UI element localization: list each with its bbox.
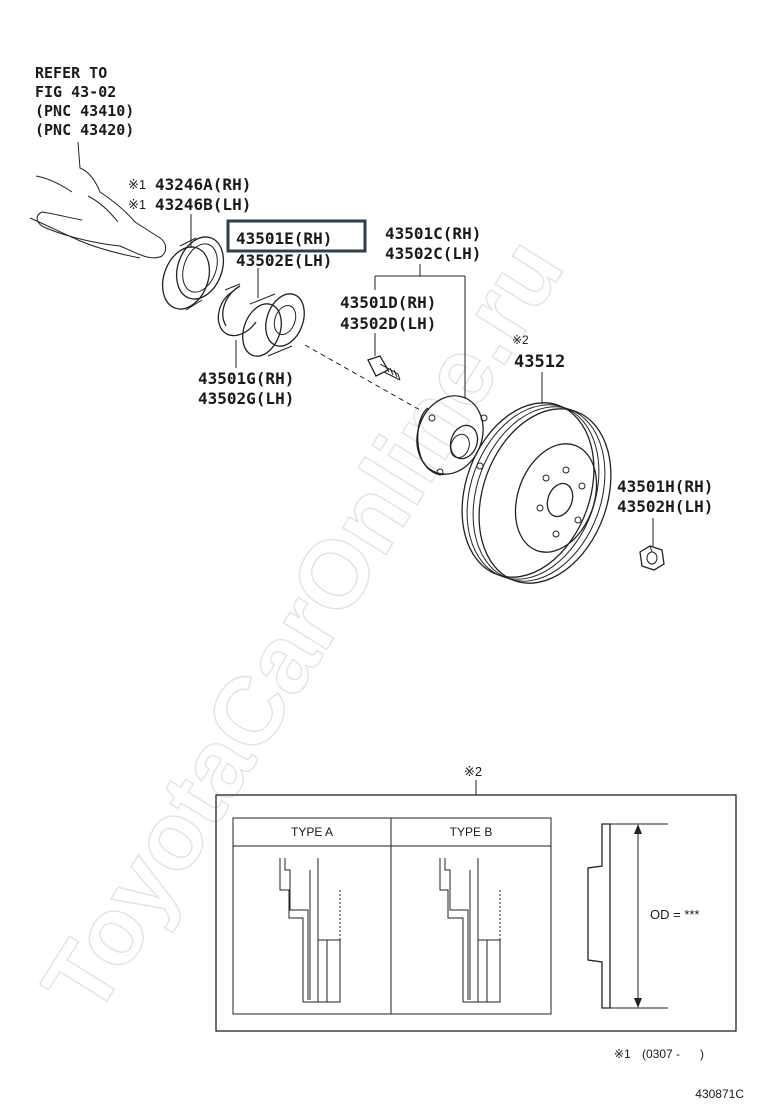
snap-ring-lh-number: 43502G(LH): [198, 389, 294, 408]
figure-id: 430871C: [695, 1087, 744, 1101]
refer-note-line4: (PNC 43420): [35, 121, 134, 139]
lock-nut: [639, 545, 665, 571]
hub-lh-number: 43502C(LH): [385, 244, 481, 263]
type-a-disc-profile: [279, 858, 341, 1003]
seal-note-mark-2: ※1: [128, 197, 146, 212]
axle-hub: [416, 395, 488, 476]
brake-disc: [461, 402, 612, 584]
seal-note-mark: ※1: [128, 177, 146, 192]
refer-note-line2: FIG 43-02: [35, 83, 116, 101]
snap-ring: [217, 283, 257, 337]
footnote-mark: ※1: [614, 1047, 631, 1061]
refer-note-line3: (PNC 43410): [35, 102, 134, 120]
hub-bracket-leader: [374, 264, 466, 398]
refer-note: REFER TO FIG 43-02 (PNC 43410) (PNC 4342…: [35, 64, 134, 139]
hub-bolt-rh-number: 43501D(RH): [340, 293, 436, 312]
snap-ring-rh-number: 43501G(RH): [198, 369, 294, 388]
pointing-hand-icon: [29, 141, 167, 259]
nut-lh-number: 43502H(LH): [617, 497, 713, 516]
seal-lh-number: 43246B(LH): [155, 195, 251, 214]
hub-rh-number: 43501C(RH): [385, 224, 481, 243]
oil-seal-ring: [161, 236, 225, 311]
inset-frame: [215, 794, 737, 1032]
disc-od-profile: OD = ***: [587, 823, 718, 1009]
seal-label: ※1 43246A(RH) ※1 43246B(LH): [128, 175, 251, 214]
footnote-text: (0307 - ): [642, 1047, 704, 1061]
inset-note-mark: ※2: [464, 764, 482, 779]
od-label: OD = ***: [650, 907, 700, 922]
hub-bolt-lh-number: 43502D(LH): [340, 314, 436, 333]
type-b-disc-profile: [439, 858, 501, 1003]
hub-bolt: [367, 355, 401, 381]
hub-bearing: [242, 293, 305, 357]
refer-note-line1: REFER TO: [35, 64, 107, 82]
disc-note-mark: ※2: [512, 333, 529, 347]
disc-part-number: 43512: [514, 352, 565, 372]
assembly-axis-line: [304, 344, 421, 411]
disc-type-table: TYPE A TYPE B: [232, 817, 552, 1015]
bearing-lh-number: 43502E(LH): [236, 251, 332, 270]
seal-rh-number: 43246A(RH): [155, 175, 251, 194]
bearing-highlight-box: [226, 219, 367, 253]
type-b-header: TYPE B: [450, 825, 493, 839]
type-a-header: TYPE A: [291, 825, 333, 839]
bearing-rh-number: 43501E(RH): [236, 229, 332, 248]
nut-rh-number: 43501H(RH): [617, 477, 713, 496]
